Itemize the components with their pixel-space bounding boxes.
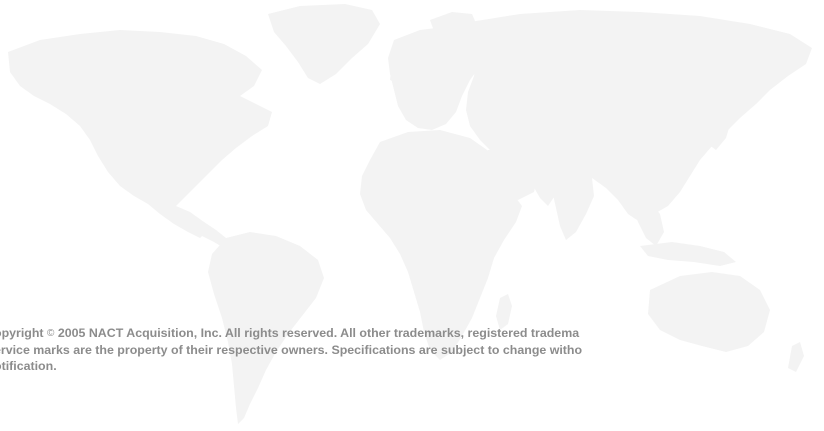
madagascar-shape (496, 294, 512, 330)
scandinavia-shape (430, 12, 478, 46)
copyright-line-1-text: 2005 NACT Acquisition, Inc. All rights r… (57, 326, 580, 340)
copyright-notice: opyright © 2005 NACT Acquisition, Inc. A… (0, 326, 824, 374)
india-shape (552, 168, 594, 240)
south-america-shape (208, 232, 324, 424)
central-america-shape (176, 206, 232, 248)
australia-shape (648, 272, 770, 352)
uk-shape (390, 58, 406, 84)
southeast-asia-shape (630, 200, 664, 246)
asia-shape (466, 10, 812, 222)
indonesia-shape (640, 242, 736, 266)
africa-shape (360, 130, 522, 360)
japan-shape (708, 104, 732, 150)
new-zealand-shape (788, 342, 804, 372)
copyright-symbol: © (47, 328, 55, 339)
europe-shape (388, 26, 488, 130)
north-america-shape (8, 30, 272, 238)
copyright-line-3: otification. (0, 358, 57, 373)
copyright-line-1: opyright © 2005 NACT Acquisition, Inc. A… (0, 326, 824, 343)
copyright-word: opyright (0, 326, 44, 340)
copyright-line-2: ervice marks are the property of their r… (0, 342, 583, 357)
greenland-shape (268, 4, 380, 84)
arabia-shape (486, 148, 538, 200)
